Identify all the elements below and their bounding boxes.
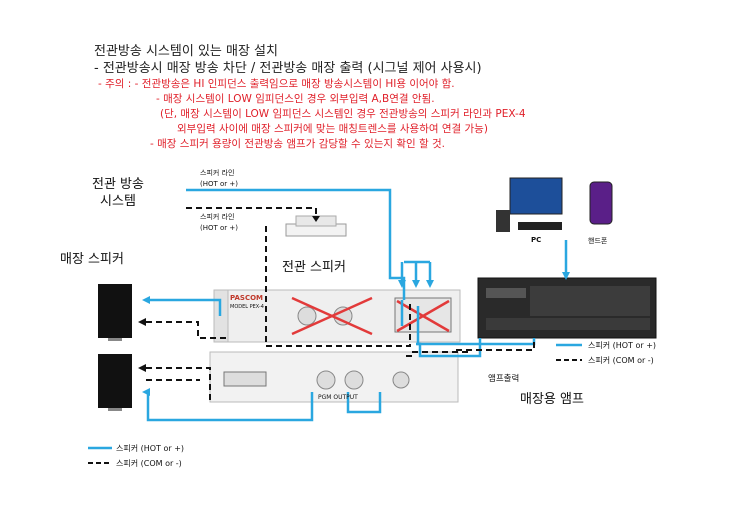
store-speaker-label: 매장 스피커 — [60, 252, 124, 267]
caution-note-5: - 매장 스피커 용량이 전관방송 앰프가 감당할 수 있는지 확인 할 것. — [150, 138, 445, 150]
caution-note-3: (단, 매장 시스템이 LOW 임피던스 시스템인 경우 전관방송의 스피커 라… — [160, 108, 526, 120]
page-title: 전관방송 시스템이 있는 매장 설치 — [94, 44, 278, 59]
page-subtitle: - 전관방송시 매장 방송 차단 / 전관방송 매장 출력 (시그널 제어 사용… — [94, 61, 482, 76]
pc-label: PC — [531, 236, 542, 244]
arrowheads — [138, 216, 570, 396]
store-amp-label: 매장용 앰프 — [520, 392, 584, 407]
speaker-line-1-label: 스피커 라인 (HOT or +) — [200, 169, 238, 188]
legend-right-com-text: 스피커 (COM or -) — [588, 356, 654, 365]
caution-note-4: 외부입력 사이에 매장 스피커에 맞는 매칭트렌스를 사용하여 연결 가능) — [177, 123, 488, 135]
pex4-unit — [213, 289, 461, 343]
pc-icon — [496, 177, 563, 232]
store-speaker-bottom — [98, 354, 132, 411]
pgm-output-unit — [209, 351, 459, 403]
legend-right-hot-text: 스피커 (HOT or +) — [588, 341, 657, 350]
brand-label: PASCOM — [230, 294, 264, 302]
amp-output-label: 앰프출력 — [488, 374, 520, 384]
legend-left-com-text: 스피커 (COM or -) — [116, 459, 182, 468]
com-wires — [146, 207, 535, 404]
caution-note-2: - 매장 시스템이 LOW 임피던스인 경우 외부입력 A,B연결 안됨. — [156, 93, 435, 105]
store-speaker-top — [98, 284, 132, 341]
central-speaker-label: 전관 스피커 — [282, 260, 346, 275]
legend-left-hot-text: 스피커 (HOT or +) — [116, 444, 185, 453]
model-label: MODEL PEX-4 — [230, 304, 264, 310]
pgm-output-label: PGM OUTPUT — [318, 394, 358, 401]
speaker-line-2-label: 스피커 라인 (HOT or +) — [200, 213, 238, 232]
phone-label: 핸드폰 — [588, 237, 608, 245]
central-system-label: 전관 방송 시스템 — [92, 177, 144, 209]
store-amplifier — [477, 277, 657, 339]
caution-note-1: - 주의 : - 전관방송은 HI 인피던스 출력임으로 매장 방송시스템이 H… — [98, 78, 455, 90]
phone-icon — [589, 181, 613, 225]
